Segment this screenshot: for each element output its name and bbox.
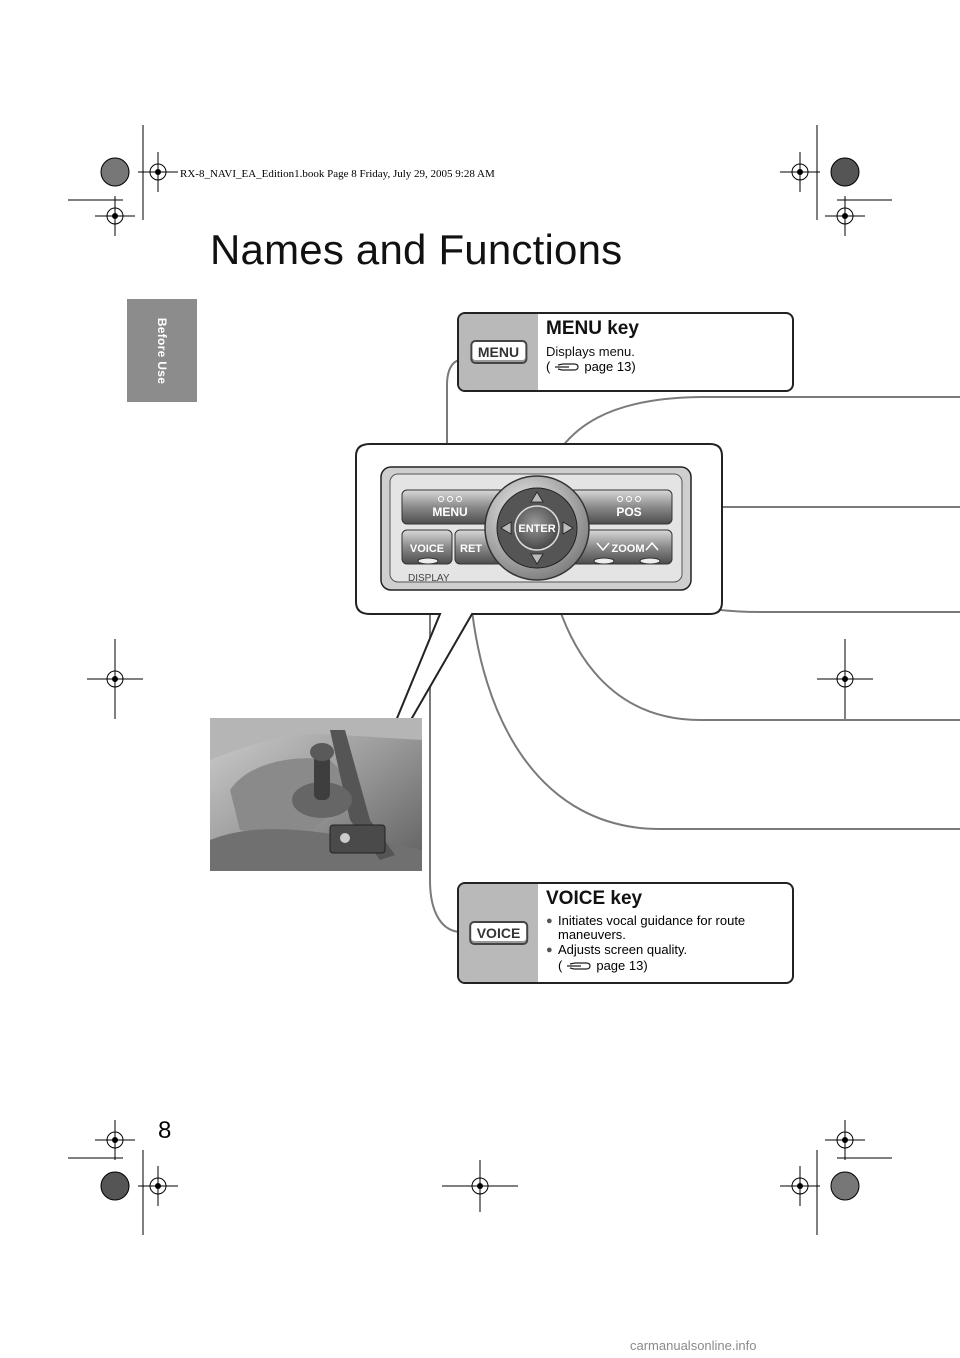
menu-key-page-ref: ( page 13) [546, 359, 636, 374]
list-item: ● Adjusts screen quality. [546, 942, 688, 957]
bullet-dot-icon: ● [546, 944, 553, 956]
bullet-dot-icon: ● [546, 915, 553, 927]
page-title: Names and Functions [210, 226, 623, 273]
page-number: 8 [158, 1117, 172, 1144]
voice-keycap: VOICE [468, 921, 529, 945]
panel-ret-label: RET [460, 543, 482, 555]
panel-pos-label: POS [616, 505, 641, 519]
hand-pointer-icon [567, 962, 591, 970]
panel-display-label: DISPLAY [408, 573, 450, 584]
section-tab: Before Use [127, 299, 197, 402]
panel-menu-label: MENU [432, 505, 467, 519]
voice-key-page-ref: ( page 13) [558, 958, 648, 973]
menu-key-callout: MENU MENU key Displays menu. ( page 13) [457, 312, 794, 392]
voice-key-swatch: VOICE [459, 884, 538, 982]
voice-key-title: VOICE key [546, 888, 643, 909]
menu-keycap: MENU [469, 340, 528, 364]
watermark: carmanualsonline.info [630, 1338, 757, 1353]
enter-button-graphic [514, 505, 560, 551]
hand-pointer-icon [555, 363, 579, 371]
menu-key-swatch: MENU [459, 314, 538, 390]
voice-key-callout: VOICE VOICE key ● Initiates vocal guidan… [457, 882, 794, 984]
car-interior-photo [210, 718, 422, 871]
panel-zoom-label: ZOOM [612, 543, 645, 555]
zoom-chevron-icon [596, 541, 659, 552]
panel-voice-label: VOICE [410, 543, 444, 555]
menu-key-title: MENU key [546, 318, 639, 339]
direction-arrow-icon [500, 491, 574, 565]
panel-enter-label: ENTER [518, 523, 555, 535]
list-item: ● Initiates vocal guidance for route man… [546, 913, 746, 942]
starburst-mark-icon [100, 157, 860, 1201]
book-header-info: RX-8_NAVI_EA_Edition1.book Page 8 Friday… [180, 168, 495, 180]
menu-key-description: Displays menu. [546, 344, 635, 359]
